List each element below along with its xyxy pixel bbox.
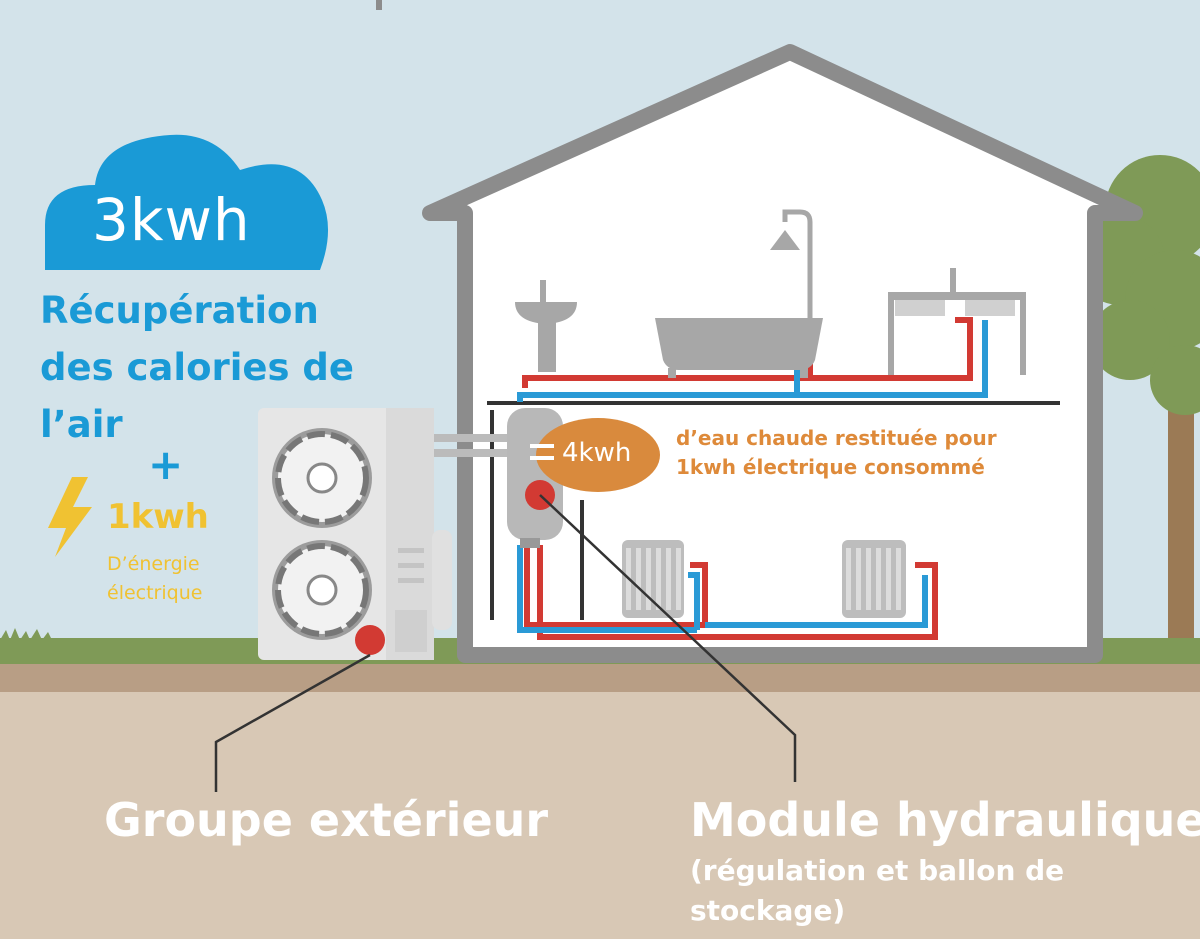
- pipes: [433, 317, 988, 640]
- cloud-icon: [45, 134, 329, 270]
- shower-icon: [770, 209, 813, 318]
- leader-line-outdoor: [214, 653, 371, 792]
- output-value: 4kwh: [562, 438, 632, 468]
- fan-icon: [272, 540, 372, 640]
- hydraulic-module-label: Module hydraulique: [690, 793, 1200, 847]
- grass-tufts: [0, 628, 52, 640]
- ground: [0, 660, 1200, 939]
- lightning-bolt-icon: [48, 477, 92, 557]
- fan-icon: [272, 428, 372, 528]
- leader-line-module: [539, 494, 797, 782]
- hydraulic-module-sublabel: (régulation et ballon de stockage): [690, 854, 1065, 927]
- output-note: d’eau chaude restituée pour 1kwh électri…: [676, 426, 997, 479]
- soil-band: [0, 662, 1200, 692]
- tree-icon: [1075, 155, 1200, 650]
- output-bubble: [536, 418, 660, 492]
- cloud-value: 3kwh: [92, 186, 251, 254]
- radiator-icon: [842, 540, 906, 618]
- outdoor-unit-label: Groupe extérieur: [104, 793, 549, 847]
- electric-value: 1kwh: [107, 497, 209, 537]
- bathtub-icon: [655, 318, 823, 378]
- air-recovery-label: Récupération des calories de l’air: [40, 289, 354, 446]
- plus-sign: +: [148, 440, 184, 489]
- chimney-stub: [376, 0, 382, 10]
- washbasin-icon: [515, 280, 577, 372]
- outdoor-unit: [258, 408, 452, 660]
- kitchen-sink-icon: [888, 268, 1026, 375]
- radiator-icon: [622, 540, 684, 618]
- electric-subtitle: D’énergie électrique: [107, 553, 203, 604]
